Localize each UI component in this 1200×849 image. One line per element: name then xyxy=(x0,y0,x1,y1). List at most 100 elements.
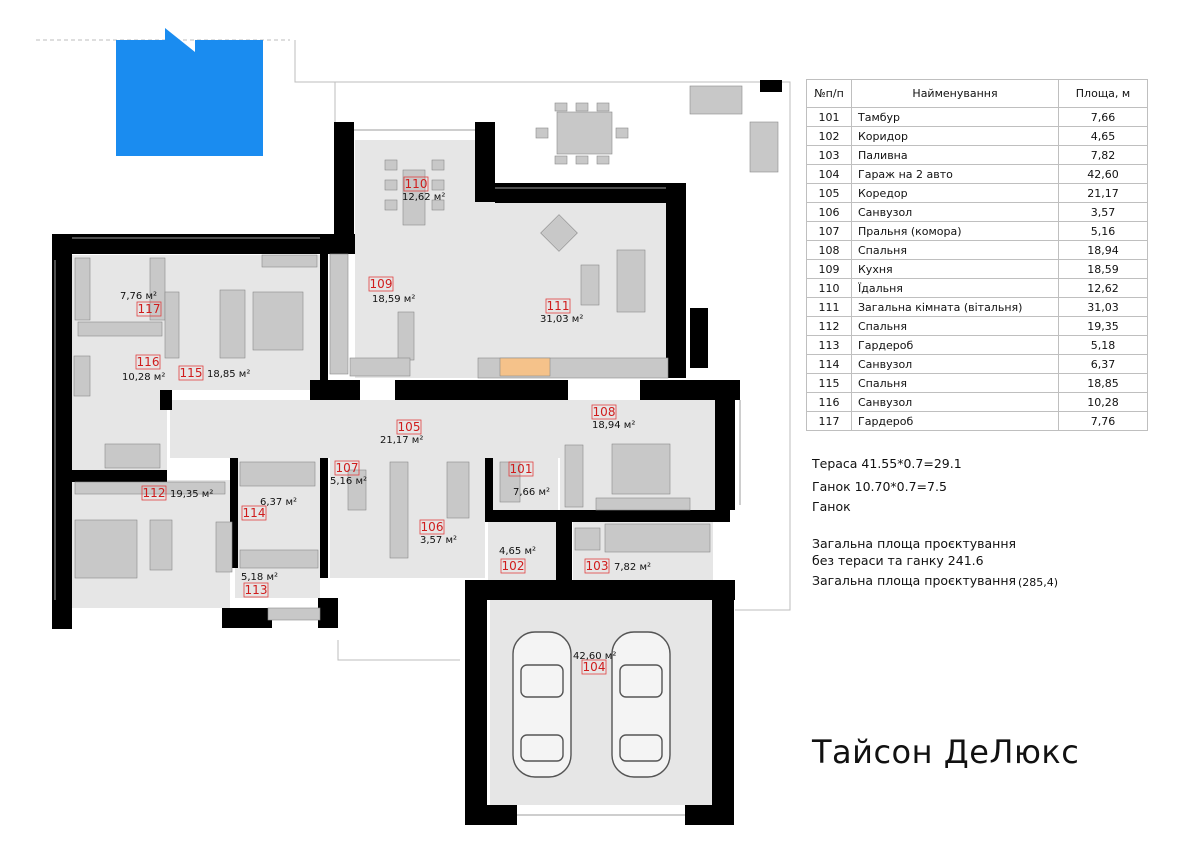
room-no-cell: 112 xyxy=(806,316,852,336)
room-number-box xyxy=(178,365,204,381)
header-name: Найменування xyxy=(851,79,1059,108)
room-no-cell: 104 xyxy=(806,164,852,184)
room-area-cell: 21,17 xyxy=(1058,183,1148,203)
table-header-row: №п/п Найменування Площа, м xyxy=(806,79,1148,108)
room-number-box xyxy=(500,558,526,574)
room-name-cell: Санвузол xyxy=(851,202,1059,222)
room-number-box xyxy=(508,461,534,477)
room-number-label: 107 xyxy=(336,461,359,475)
room-number-box xyxy=(135,354,161,370)
room-area-cell: 12,62 xyxy=(1058,278,1148,298)
room-no-cell: 117 xyxy=(806,411,852,431)
room-area-label: 21,17 м² xyxy=(380,435,423,446)
room-area-cell: 18,59 xyxy=(1058,259,1148,279)
room-area-cell: 6,37 xyxy=(1058,354,1148,374)
room-number-label: 114 xyxy=(243,506,266,520)
total-no-terrace-line2: без тераси та ганку 241.6 xyxy=(812,553,984,568)
room-number-label: 108 xyxy=(593,405,616,419)
room-area-cell: 5,18 xyxy=(1058,335,1148,355)
header-no: №п/п xyxy=(806,79,852,108)
room-number-label: 102 xyxy=(502,559,525,573)
room-number-box xyxy=(368,276,394,292)
room-area-label: 18,59 м² xyxy=(372,294,415,305)
furniture xyxy=(73,85,779,621)
room-number-label: 109 xyxy=(370,277,393,291)
room-no-cell: 114 xyxy=(806,354,852,374)
room-area-cell: 3,57 xyxy=(1058,202,1148,222)
room-name-cell: Паливна xyxy=(851,145,1059,165)
room-name-cell: Спальня xyxy=(851,373,1059,393)
room-name-cell: Їдальня xyxy=(851,278,1059,298)
room-area-cell: 31,03 xyxy=(1058,297,1148,317)
room-area-label: 19,35 м² xyxy=(170,489,213,500)
room-number-box xyxy=(419,519,445,535)
room-name-cell: Спальня xyxy=(851,316,1059,336)
total-value: (285,4) xyxy=(1018,576,1059,589)
room-name-cell: Гардероб xyxy=(851,335,1059,355)
room-area-label: 10,28 м² xyxy=(122,372,165,383)
porch-note: Ганок xyxy=(812,499,851,514)
header-area: Площа, м xyxy=(1058,79,1148,108)
room-no-cell: 115 xyxy=(806,373,852,393)
room-area-label: 18,94 м² xyxy=(592,420,635,431)
porch-calc-note: Ганок 10.70*0.7=7.5 xyxy=(812,479,947,494)
room-no-cell: 107 xyxy=(806,221,852,241)
room-number-label: 117 xyxy=(138,302,161,316)
room-area-label: 5,18 м² xyxy=(241,572,278,583)
room-no-cell: 110 xyxy=(806,278,852,298)
room-number-label: 113 xyxy=(245,583,268,597)
room-no-cell: 102 xyxy=(806,126,852,146)
pool xyxy=(116,28,263,156)
room-area-cell: 18,85 xyxy=(1058,373,1148,393)
room-area-cell: 7,82 xyxy=(1058,145,1148,165)
room-no-cell: 109 xyxy=(806,259,852,279)
room-number-box xyxy=(584,558,610,574)
room-area-label: 18,85 м² xyxy=(207,369,250,380)
room-number-label: 101 xyxy=(510,462,533,476)
room-number-box xyxy=(141,485,167,501)
room-area-label: 3,57 м² xyxy=(420,535,457,546)
room-no-cell: 108 xyxy=(806,240,852,260)
room-area-label: 31,03 м² xyxy=(540,314,583,325)
room-name-cell: Пральня (комора) xyxy=(851,221,1059,241)
room-name-cell: Коредор xyxy=(851,183,1059,203)
room-area-label: 42,60 м² xyxy=(573,651,616,662)
room-name-cell: Коридор xyxy=(851,126,1059,146)
room-name-cell: Тамбур xyxy=(851,107,1059,127)
room-name-cell: Кухня xyxy=(851,259,1059,279)
room-area-label: 7,66 м² xyxy=(513,487,550,498)
windows xyxy=(54,129,741,816)
room-number-box xyxy=(545,298,571,314)
room-area-cell: 42,60 xyxy=(1058,164,1148,184)
terrace-note: Тераса 41.55*0.7=29.1 xyxy=(812,456,962,471)
room-area-cell: 7,66 xyxy=(1058,107,1148,127)
room-name-cell: Гараж на 2 авто xyxy=(851,164,1059,184)
room-no-cell: 101 xyxy=(806,107,852,127)
room-area-label: 6,37 м² xyxy=(260,497,297,508)
room-number-box xyxy=(581,659,607,675)
room-area-cell: 5,16 xyxy=(1058,221,1148,241)
room-number-label: 104 xyxy=(583,660,606,674)
room-number-label: 110 xyxy=(405,177,428,191)
room-number-box xyxy=(136,301,162,317)
room-name-cell: Спальня xyxy=(851,240,1059,260)
room-area-label: 5,16 м² xyxy=(330,476,367,487)
room-area-cell: 7,76 xyxy=(1058,411,1148,431)
room-number-label: 115 xyxy=(180,366,203,380)
